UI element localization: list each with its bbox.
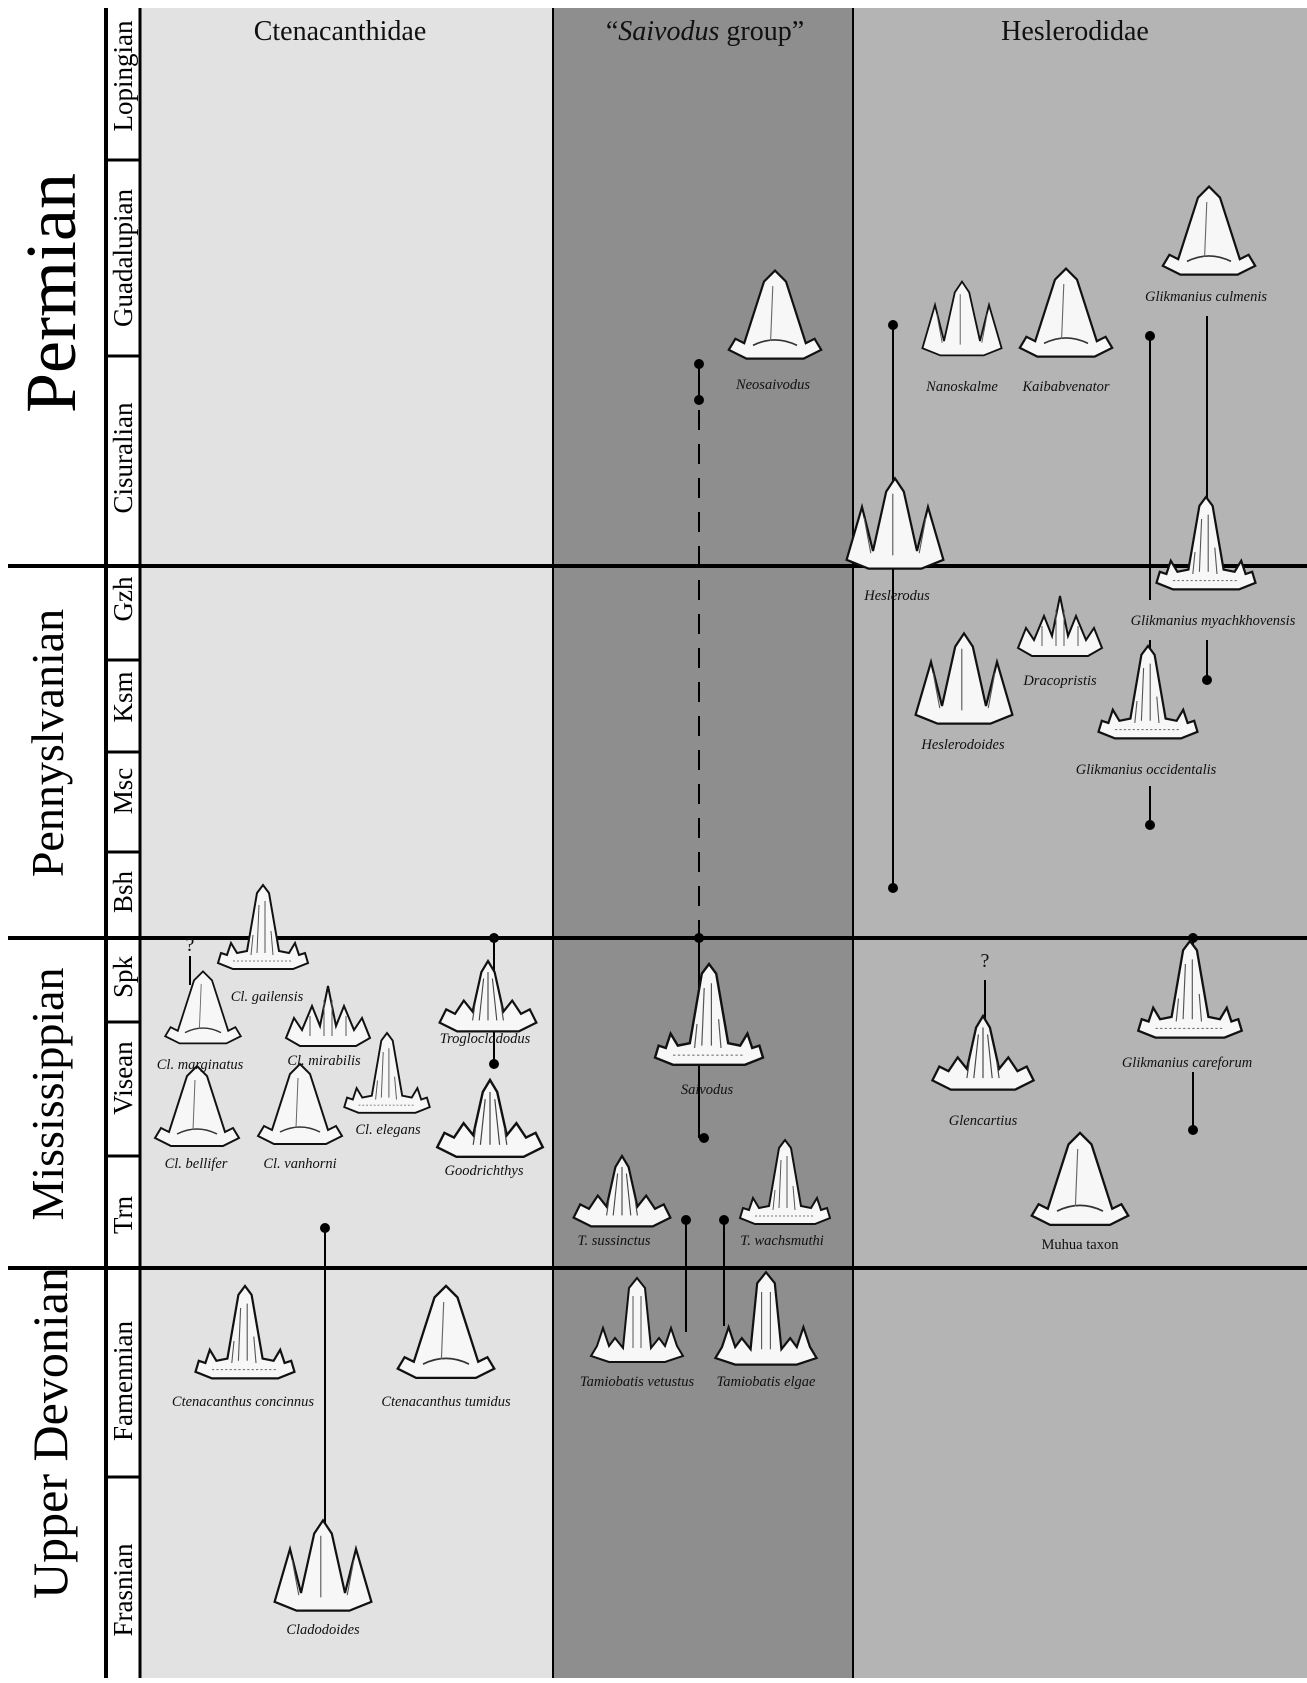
band-ctenacanthidae	[140, 8, 553, 1678]
stage-trn: Trn	[108, 1195, 138, 1235]
stage-bsh: Bsh	[108, 870, 138, 914]
range-glikmanius-careforum-bottomdot	[1188, 1125, 1198, 1135]
band-saivodus-group	[553, 8, 853, 1678]
range-t-wachsmuthi-top	[719, 1215, 729, 1225]
stage-guadalupian: Guadalupian	[108, 189, 138, 327]
taxon-cl-vanhorni: Cl. vanhorni	[263, 1156, 337, 1172]
range-glikmanius-occidentalis-top	[1145, 331, 1155, 341]
taxon-kaibabvenator: Kaibabvenator	[1022, 379, 1110, 395]
stage-famennian: Famennian	[108, 1321, 138, 1441]
range-neosaivodus-top	[694, 359, 704, 369]
saivodus-italic-label: Saivodus	[618, 16, 720, 47]
stage-msc: Msc	[108, 767, 138, 815]
range-lines	[189, 316, 1212, 1528]
ctenacanthidae-label: Ctenacanthidae	[253, 16, 427, 47]
taxon-glikmanius-myachkhovensis: Glikmanius myachkhovensis	[1130, 613, 1296, 629]
stage-spk: Spk	[108, 955, 138, 999]
taxon-tamiobatis-elgae: Tamiobatis elgae	[716, 1374, 816, 1390]
heslerodidae-label: Heslerodidae	[1001, 16, 1149, 47]
taxon-neosaivodus: Neosaivodus	[735, 377, 811, 393]
taxon-tamiobatis-vetustus: Tamiobatis vetustus	[579, 1374, 695, 1390]
column-title-heslerodidae: Heslerodidae	[855, 16, 1295, 48]
taxon-cl-mirabilis: Cl. mirabilis	[287, 1053, 361, 1069]
range-saivodus-top	[694, 933, 704, 943]
stage-lopingian: Lopingian	[108, 20, 138, 132]
period-permian: Permian	[11, 173, 91, 413]
range-glikmanius-myachkhovensis-bottom	[1202, 675, 1212, 685]
uncertain-mark-glencartius: ?	[980, 950, 990, 972]
period-pennsylvanian: Pennyslvanian	[22, 608, 73, 878]
period-mississippian: Mississippian	[22, 967, 73, 1221]
stage-gzh: Gzh	[108, 576, 138, 622]
taxon-heslerodoides: Heslerodoides	[921, 737, 1005, 753]
stage-cisuralian: Cisuralian	[108, 402, 138, 514]
taxon-t-wachsmuthi: T. wachsmuthi	[740, 1233, 824, 1249]
taxon-cladodoides: Cladodoides	[286, 1622, 360, 1638]
stage-visean: Visean	[108, 1041, 138, 1115]
taxon-cl-gailensis: Cl. gailensis	[230, 989, 304, 1005]
range-neosaivodus-bottom	[694, 395, 704, 405]
taxon-ctenacanthus-tumidus: Ctenacanthus tumidus	[381, 1394, 511, 1410]
range-glikmanius-occidentalis-bottom	[1145, 820, 1155, 830]
stage-ksm: Ksm	[108, 671, 138, 723]
taxon-nanoskalme: Nanoskalme	[926, 379, 998, 395]
time-axis	[8, 8, 1307, 1678]
stage-frasnian: Frasnian	[108, 1543, 138, 1637]
taxon-troglocladodus: Troglocladodus	[439, 1031, 531, 1047]
taxon-glikmanius-careforum: Glikmanius careforum	[1121, 1055, 1253, 1071]
column-title-ctenacanthidae: Ctenacanthidae	[140, 16, 540, 48]
range-heslerodus-top	[888, 320, 898, 330]
taxon-cl-elegans: Cl. elegans	[355, 1122, 421, 1138]
saivodus-group-suffix: group”	[719, 16, 805, 47]
uncertain-mark-marginatus: ?	[185, 934, 195, 956]
taxon-glencartius: Glencartius	[948, 1113, 1018, 1129]
clade-bands	[140, 8, 1307, 1678]
period-upper-devonian: Upper Devonian	[22, 1267, 78, 1599]
taxon-ctenacanthus-concinnus: Ctenacanthus concinnus	[171, 1394, 315, 1410]
column-title-saivodus-group: “Saivodus group”	[555, 16, 855, 48]
taxon-saivodus: Saivodus	[680, 1082, 734, 1098]
range-t-sussinctus-top	[681, 1215, 691, 1225]
saivodus-open-quote: “	[605, 16, 619, 47]
range-cladodoides-top	[320, 1223, 330, 1233]
taxon-glikmanius-culmenis: Glikmanius culmenis	[1144, 289, 1268, 305]
taxon-dracopristis: Dracopristis	[1023, 673, 1097, 689]
taxon-goodrichthys: Goodrichthys	[444, 1163, 524, 1179]
taxon-glikmanius-occidentalis: Glikmanius occidentalis	[1075, 762, 1217, 778]
taxon-cl-bellifer: Cl. bellifer	[164, 1156, 228, 1172]
taxon-muhua-taxon: Muhua taxon	[1041, 1237, 1119, 1253]
taxon-heslerodus: Heslerodus	[864, 588, 930, 604]
range-heslerodus-bottom	[888, 883, 898, 893]
taxon-cl-marginatus: Cl. marginatus	[156, 1057, 244, 1073]
taxon-t-sussinctus: T. sussinctus	[577, 1233, 651, 1249]
range-troglocladodus-bottom	[489, 1059, 499, 1069]
range-troglocladodus-top	[489, 933, 499, 943]
range-saivodus-bottom	[699, 1133, 709, 1143]
